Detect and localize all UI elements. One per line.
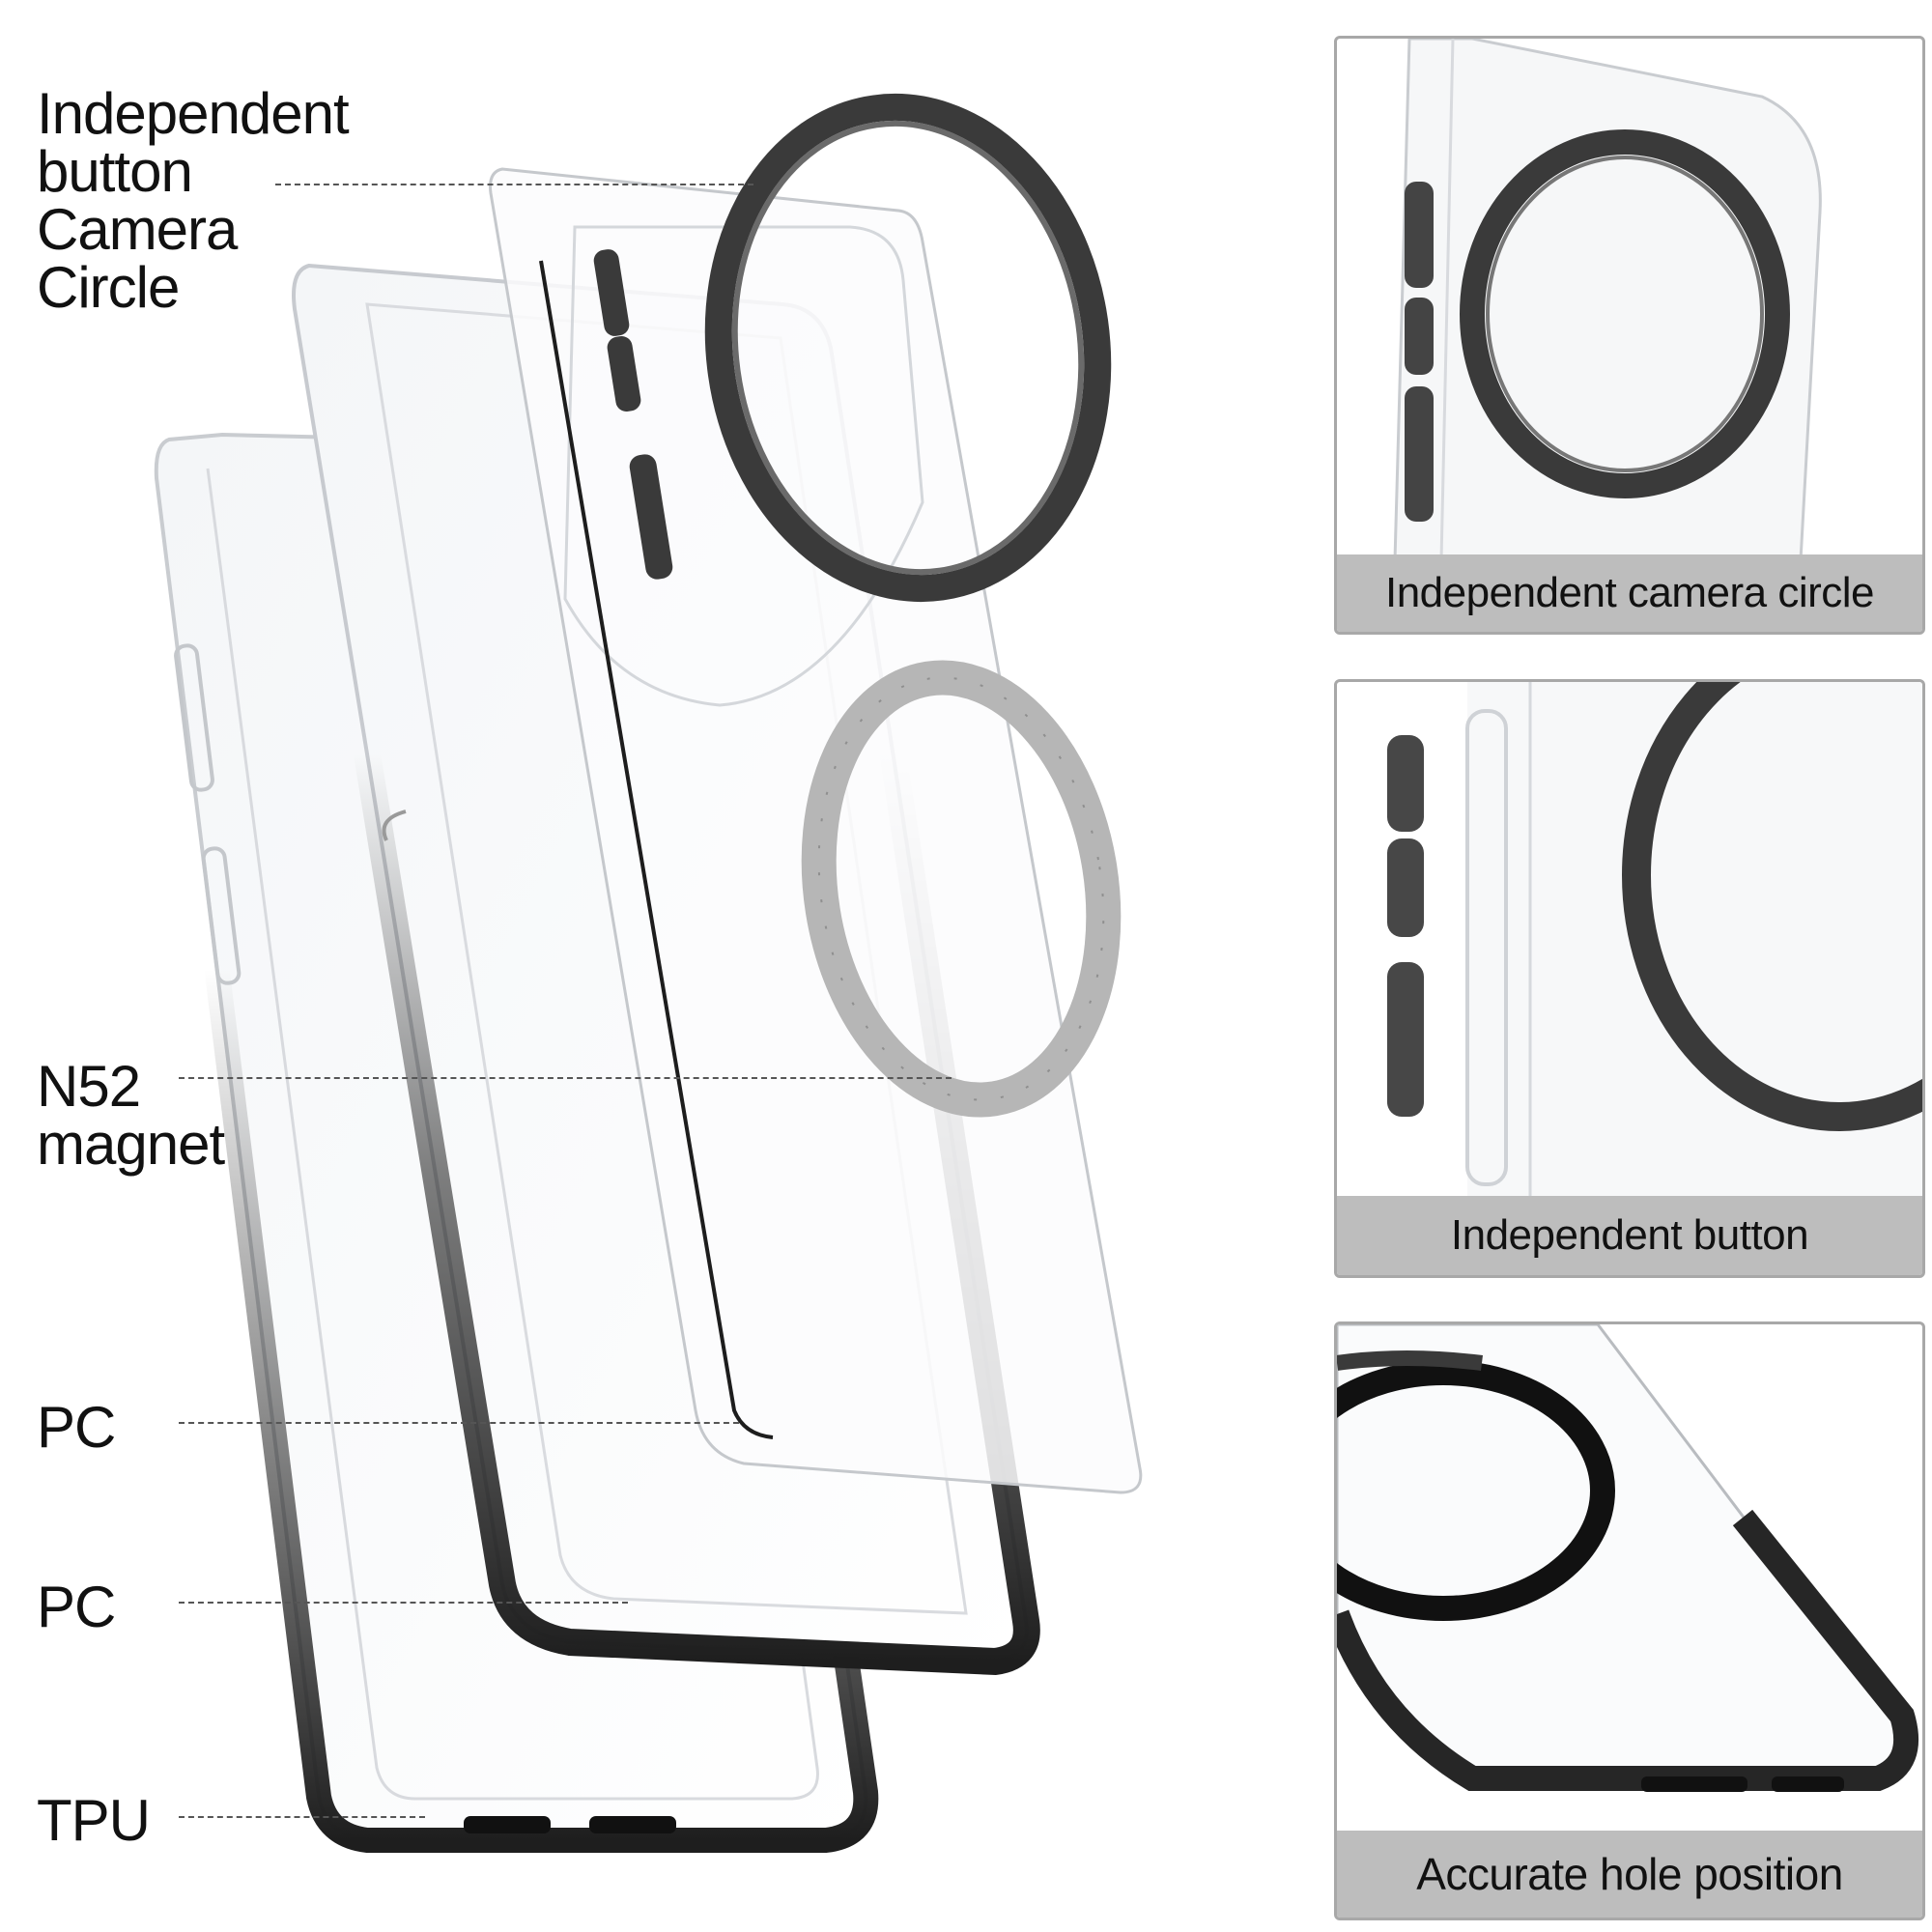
- leader-tpu: [179, 1816, 425, 1818]
- independent-buttons: [593, 249, 673, 580]
- label-magnet-line1: N52: [37, 1054, 141, 1119]
- n52-magnet-ring: [801, 660, 1122, 1118]
- label-pc-frame: PC: [37, 1575, 116, 1639]
- caption-button: Independent button: [1337, 1196, 1922, 1275]
- caption-hole-position: Accurate hole position: [1337, 1831, 1922, 1918]
- leader-magnet: [179, 1077, 952, 1079]
- label-magnet: N52 magnet: [37, 1054, 225, 1177]
- hole-position-closeup: [1337, 1324, 1919, 1792]
- camera-circle-ring: [704, 93, 1112, 603]
- leader-camera-circle: [275, 184, 753, 185]
- label-magnet-line2: magnet: [37, 1112, 225, 1177]
- leader-pc-back: [179, 1422, 739, 1424]
- label-camera-circle-line1: Independent: [37, 81, 350, 146]
- exploded-case-diagram: [143, 93, 1143, 1853]
- label-camera-circle-line4: Circle: [37, 255, 180, 320]
- camera-circle-closeup: [1393, 39, 1822, 562]
- button-closeup: [1387, 682, 1922, 1204]
- label-camera-circle: Independent button Camera Circle: [37, 81, 350, 320]
- caption-camera-circle: Independent camera circle: [1337, 554, 1922, 632]
- label-camera-circle-line2: button: [37, 139, 193, 204]
- label-camera-circle-line3: Camera: [37, 197, 238, 262]
- detail-panel-hole-position: Accurate hole position: [1334, 1321, 1925, 1920]
- label-tpu: TPU: [37, 1788, 151, 1853]
- detail-panel-button: Independent button: [1334, 679, 1925, 1278]
- leader-pc-frame: [179, 1602, 628, 1604]
- detail-panel-camera-circle: Independent camera circle: [1334, 36, 1925, 635]
- label-pc-back: PC: [37, 1395, 116, 1460]
